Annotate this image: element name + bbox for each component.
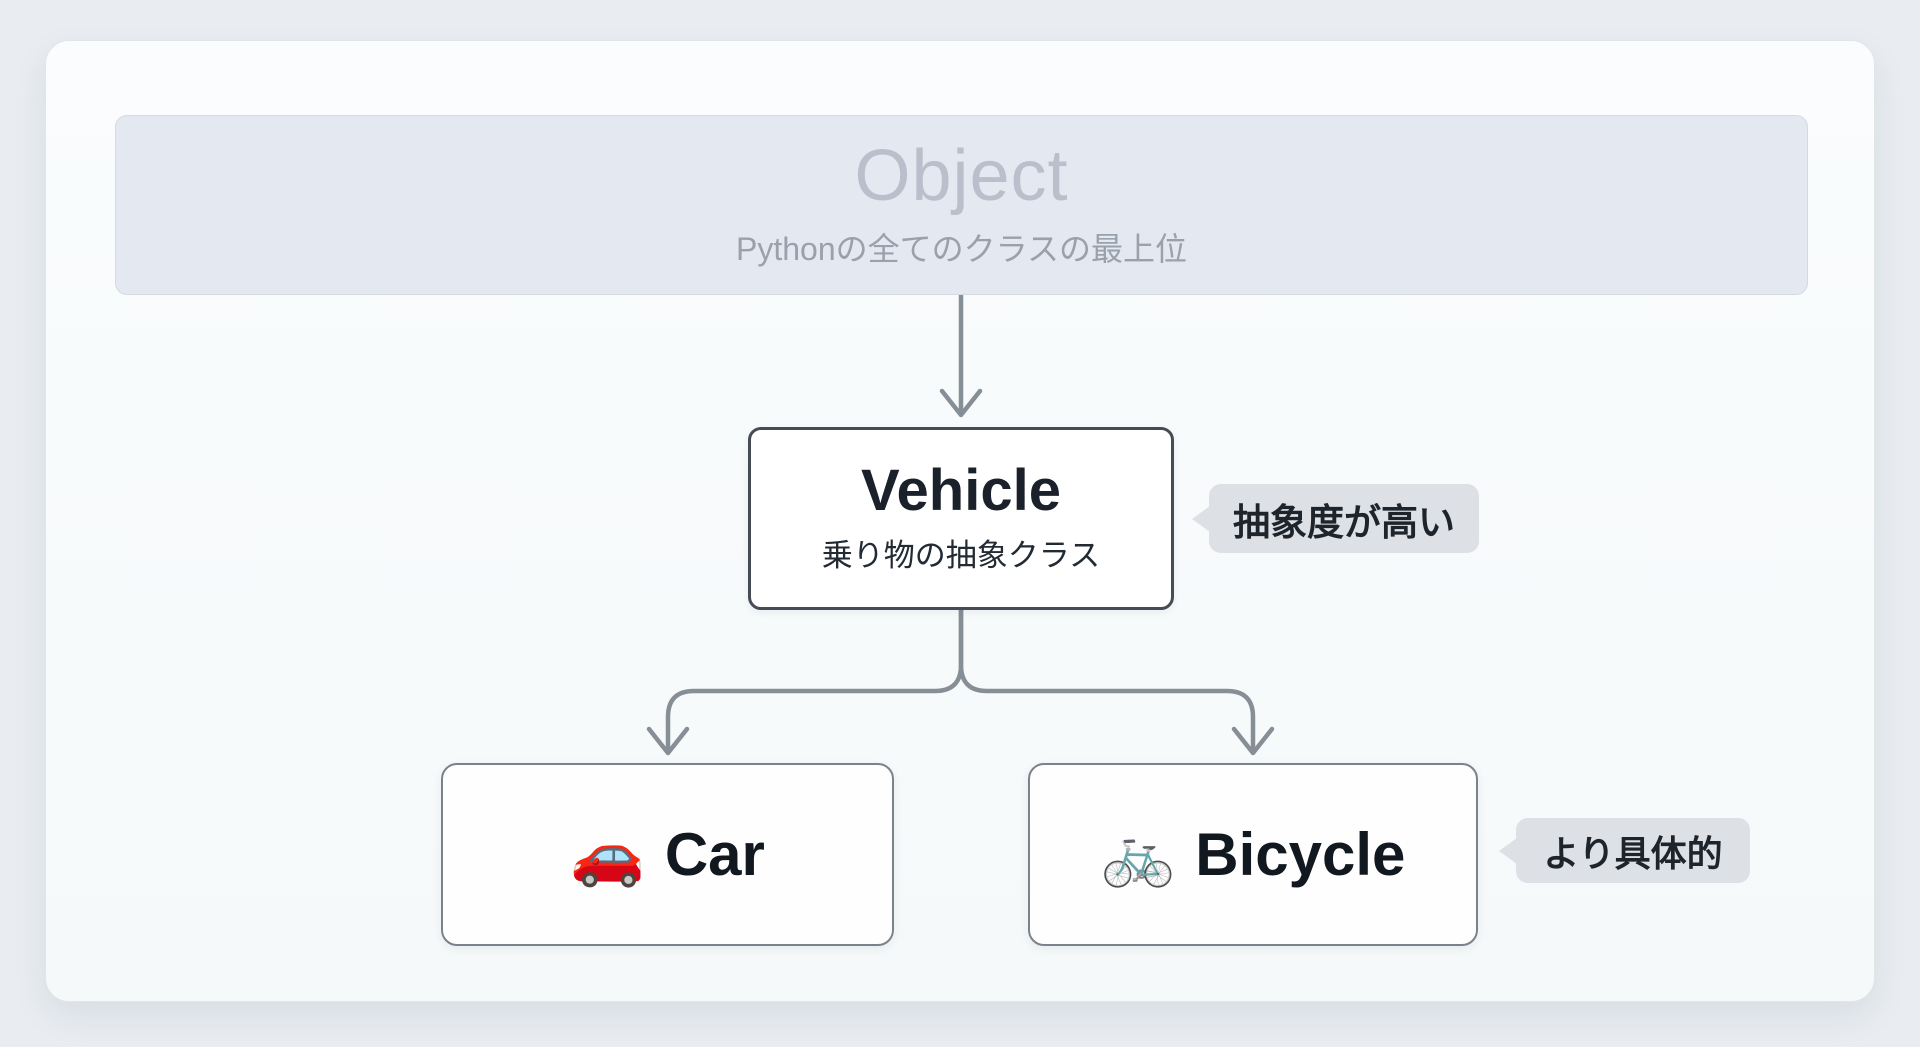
node-object: Object Pythonの全てのクラスの最上位 xyxy=(115,115,1808,295)
node-object-subtitle: Pythonの全てのクラスの最上位 xyxy=(736,231,1187,267)
node-bicycle-label: Bicycle xyxy=(1195,820,1406,888)
node-vehicle: Vehicle 乗り物の抽象クラス xyxy=(748,427,1174,610)
node-vehicle-title: Vehicle xyxy=(861,458,1061,523)
bicycle-icon: 🚲 xyxy=(1100,820,1176,888)
node-vehicle-subtitle: 乗り物の抽象クラス xyxy=(821,538,1101,573)
vehicle-to-bicycle-arrow xyxy=(958,607,1275,756)
vehicle-to-car-arrow xyxy=(646,607,964,756)
node-car-label: Car xyxy=(664,820,765,888)
object-to-vehicle-arrow xyxy=(939,292,983,418)
car-icon: 🚗 xyxy=(570,820,645,888)
callout-high-abstraction: 抽象度が高い xyxy=(1209,484,1479,553)
node-object-title: Object xyxy=(854,136,1069,216)
node-bicycle: 🚲 Bicycle xyxy=(1028,763,1478,946)
callout-more-concrete: より具体的 xyxy=(1516,818,1750,883)
diagram-card: Object Pythonの全てのクラスの最上位 Vehicle 乗り物の抽象ク… xyxy=(45,40,1875,1002)
node-car: 🚗 Car xyxy=(441,763,894,946)
